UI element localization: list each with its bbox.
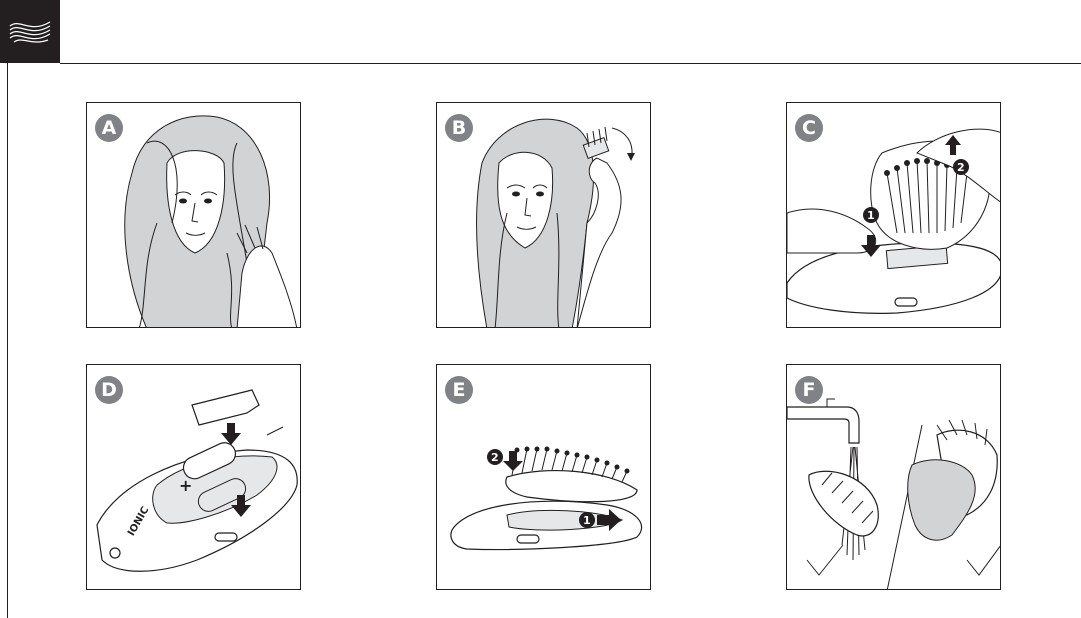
step-badge-d: D [95, 376, 123, 404]
illustration-panel-a: A [86, 102, 301, 328]
step-badge-e: E [445, 376, 473, 404]
illustration-panel-e: 2 1 E [436, 364, 651, 590]
step-badge-c: C [795, 114, 823, 142]
brand-logo [0, 0, 60, 63]
illustration-panel-d: + IONIC D [86, 364, 301, 590]
margin-divider [7, 63, 8, 618]
step-badge-a: A [95, 114, 123, 142]
step-1-label: 1 [583, 514, 591, 527]
illustration-panel-c: 2 1 C [786, 102, 1001, 328]
step-2-label: 2 [957, 161, 965, 174]
step-badge-b: B [445, 114, 473, 142]
battery-polarity-mark: + [179, 476, 192, 495]
illustration-panel-b: B [436, 102, 651, 328]
hair-waves-icon [8, 14, 52, 48]
step-2-label: 2 [491, 451, 499, 464]
step-badge-f: F [795, 376, 823, 404]
header-divider [60, 63, 1081, 64]
illustration-panel-f: F [786, 364, 1001, 590]
step-1-label: 1 [867, 209, 875, 222]
